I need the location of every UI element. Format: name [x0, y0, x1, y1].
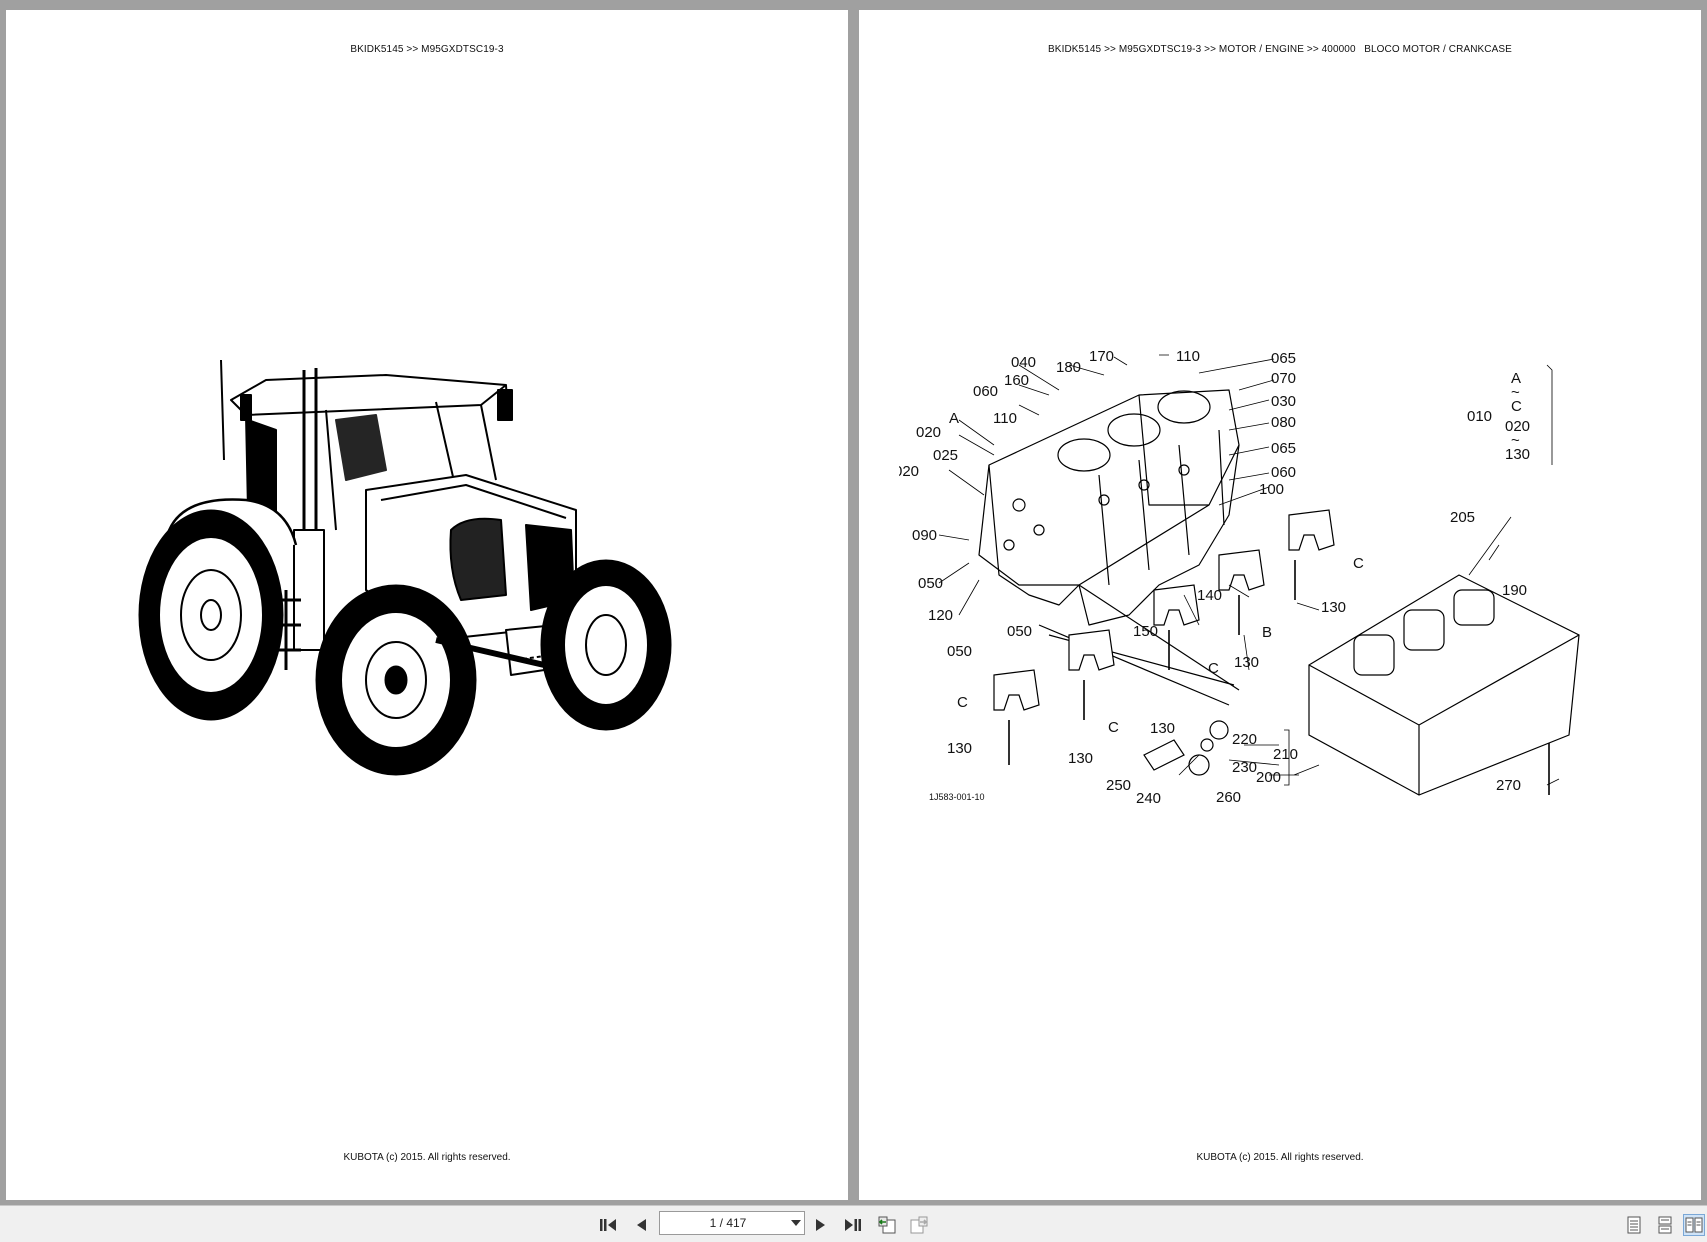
callout-130-a: 130: [1321, 599, 1346, 616]
callout-160: 160: [1004, 372, 1029, 389]
callout-205: 205: [1450, 509, 1475, 526]
callout-240: 240: [1136, 790, 1161, 807]
callout-150: 150: [1133, 623, 1158, 640]
document-page-right: BKIDK5145 >> M95GXDTSC19-3 >> MOTOR / EN…: [859, 10, 1701, 1200]
callout-250: 250: [1106, 777, 1131, 794]
tractor-illustration: [138, 359, 672, 776]
callout-C-3: C: [1108, 719, 1119, 736]
callout-100: 100: [1259, 481, 1284, 498]
callout-range-tilde-1: ~: [1511, 384, 1520, 401]
facing-pages-view-icon[interactable]: [1683, 1214, 1705, 1236]
callout-050-c: 050: [947, 643, 972, 660]
callout-220: 220: [1232, 731, 1257, 748]
callout-range-020: 020: [1505, 418, 1530, 435]
previous-view-icon[interactable]: [876, 1214, 898, 1236]
callout-range-A: A: [1511, 370, 1521, 387]
callout-range-tilde-2: ~: [1511, 432, 1520, 449]
next-view-icon[interactable]: [908, 1214, 930, 1236]
page-header-breadcrumb: BKIDK5145 >> M95GXDTSC19-3 >> MOTOR / EN…: [1048, 44, 1512, 55]
callout-200: 200: [1256, 769, 1281, 786]
callout-130-b: 130: [1234, 654, 1259, 671]
callout-090: 090: [912, 527, 937, 544]
document-page-left: BKIDK5145 >> M95GXDTSC19-3: [6, 10, 848, 1200]
callout-025: 025: [933, 447, 958, 464]
rear-wheel: [138, 509, 284, 721]
previous-page-icon[interactable]: [630, 1214, 652, 1236]
single-page-view-icon[interactable]: [1623, 1214, 1645, 1236]
callout-B: B: [1262, 624, 1272, 641]
front-wheel-right: [540, 559, 672, 731]
callout-260: 260: [1216, 789, 1241, 806]
crankcase-exploded-diagram: 040 180 170 110 065 160 070 060 030 A 11…: [899, 348, 1580, 807]
callout-C-4: C: [957, 694, 968, 711]
callout-110-top: 110: [1176, 348, 1200, 365]
callout-120: 120: [928, 607, 953, 624]
callout-050-b: 050: [1007, 623, 1032, 640]
callout-010: 010: [1467, 408, 1492, 425]
front-wheel-left: [315, 584, 477, 776]
callout-170: 170: [1089, 348, 1114, 365]
callout-range-130: 130: [1505, 446, 1530, 463]
callout-110-mid: 110: [993, 410, 1017, 427]
callout-070: 070: [1271, 370, 1296, 387]
callout-140: 140: [1197, 587, 1222, 604]
callout-030: 030: [1271, 393, 1296, 410]
callout-130-c: 130: [1150, 720, 1175, 737]
callout-050-a: 050: [918, 575, 943, 592]
callout-060-left: 060: [973, 383, 998, 400]
callout-065-mid: 065: [1271, 440, 1296, 457]
callout-020-top: 020: [916, 424, 941, 441]
callout-C-2: C: [1208, 660, 1219, 677]
callout-190: 190: [1502, 582, 1527, 599]
callout-C-1: C: [1353, 555, 1364, 572]
page-number-box: [659, 1211, 805, 1235]
page-dropdown-icon[interactable]: [788, 1212, 804, 1234]
continuous-view-icon[interactable]: [1654, 1214, 1676, 1236]
callout-080: 080: [1271, 414, 1296, 431]
callout-020-left: 020: [899, 463, 919, 480]
figure-code: 1J583-001-10: [929, 792, 985, 802]
callout-040: 040: [1011, 354, 1036, 371]
callout-230: 230: [1232, 759, 1257, 776]
callout-270: 270: [1496, 777, 1521, 794]
callout-210: 210: [1273, 746, 1298, 763]
callout-065-top: 065: [1271, 350, 1296, 367]
next-page-icon[interactable]: [810, 1214, 832, 1236]
viewer-toolbar: [0, 1205, 1707, 1242]
callout-180: 180: [1056, 359, 1081, 376]
last-page-icon[interactable]: [842, 1214, 864, 1236]
page-number-input[interactable]: [660, 1216, 788, 1230]
callout-060-right: 060: [1271, 464, 1296, 481]
first-page-icon[interactable]: [597, 1214, 619, 1236]
page-header-breadcrumb: BKIDK5145 >> M95GXDTSC19-3: [350, 44, 504, 55]
callout-130-e: 130: [947, 740, 972, 757]
page-footer-copyright: KUBOTA (c) 2015. All rights reserved.: [343, 1152, 511, 1163]
callout-A-left: A: [949, 410, 959, 427]
callout-range-C: C: [1511, 398, 1522, 415]
callout-130-d: 130: [1068, 750, 1093, 767]
page-footer-copyright: KUBOTA (c) 2015. All rights reserved.: [1196, 1152, 1364, 1163]
